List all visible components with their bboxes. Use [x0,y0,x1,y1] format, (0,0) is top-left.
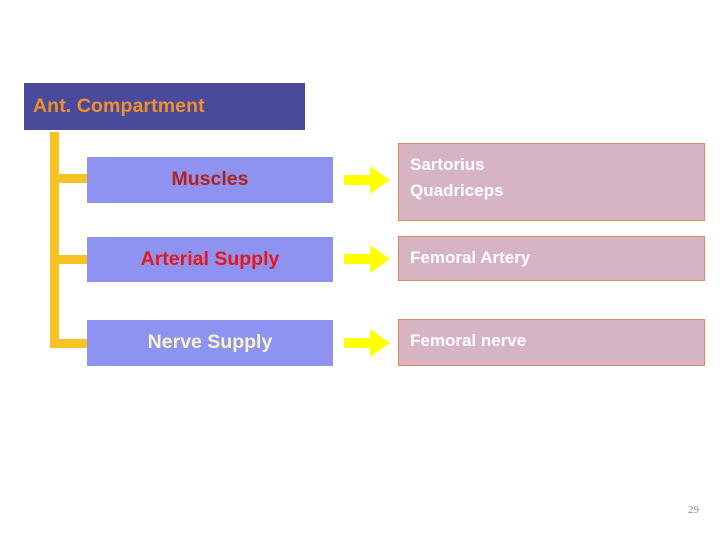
category-label: Nerve Supply [147,331,273,354]
bracket-spine [50,132,59,348]
slide-title-banner: Ant. Compartment [24,83,305,130]
detail-line: Sartorius [410,155,485,174]
bracket-stub-arterial-supply [50,255,89,264]
bracket-stub-muscles [50,174,89,183]
detail-line: Femoral Artery [410,248,531,267]
category-box-nerve-supply[interactable]: Nerve Supply [87,320,333,366]
category-label: Muscles [171,168,249,191]
bracket-stub-nerve-supply [50,339,89,348]
page-title: Ant. Compartment [33,94,205,117]
detail-box-muscles[interactable]: Sartorius Quadriceps [398,143,705,221]
detail-box-arterial-supply[interactable]: Femoral Artery [398,236,705,281]
detail-line: Quadriceps [410,180,504,200]
category-box-arterial-supply[interactable]: Arterial Supply [87,237,333,282]
diagram-row: Nerve Supply Femoral nerve [0,314,720,372]
right-arrow-icon [344,328,390,358]
page-number: 29 [688,504,699,516]
detail-line: Femoral nerve [410,331,527,350]
diagram-row: Muscles Sartorius Quadriceps [0,143,720,223]
detail-box-nerve-supply[interactable]: Femoral nerve [398,319,705,366]
right-arrow-icon [344,244,390,274]
category-box-muscles[interactable]: Muscles [87,157,333,203]
category-label: Arterial Supply [140,247,280,270]
diagram-row: Arterial Supply Femoral Artery [0,231,720,287]
right-arrow-icon [344,165,390,195]
